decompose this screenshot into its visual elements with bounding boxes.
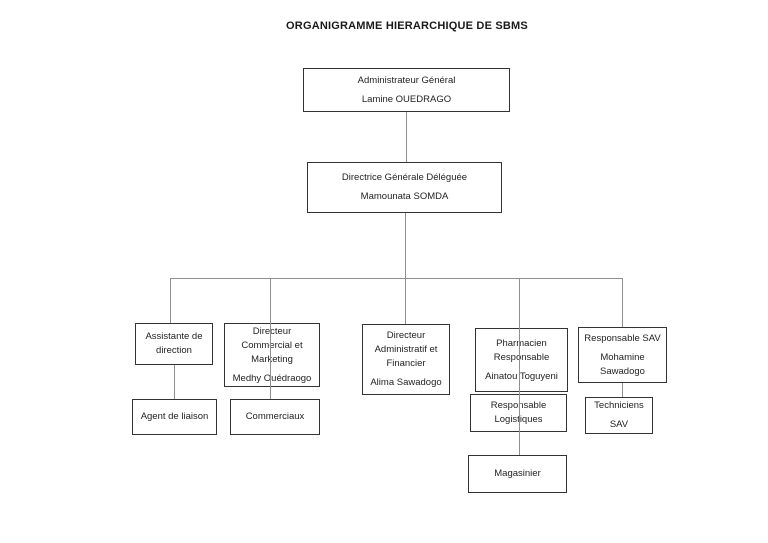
org-node-administrateur-general: Administrateur Général Lamine OUEDRAGO	[303, 68, 510, 112]
role-label-2: SAV	[609, 419, 629, 430]
role-label: Assistante de direction	[145, 331, 203, 356]
connector-bus-to-financier	[405, 278, 406, 324]
person-name: Medhy Ouédraogo	[232, 372, 312, 384]
connector-bus-to-assistante	[170, 278, 171, 323]
person-name: Alima Sawadogo	[370, 377, 442, 388]
connector-bus-to-magasinier	[519, 278, 520, 455]
org-node-commerciaux: Commerciaux	[230, 399, 320, 435]
role-label: Directrice Générale Déléguée	[341, 172, 468, 183]
role-label: Responsable Logistiques	[473, 399, 564, 427]
connector-admin-to-directrice	[406, 112, 407, 162]
connector-bus-to-sav	[622, 278, 623, 327]
role-label: Directeur Commercial et Marketing	[241, 325, 303, 365]
person-name: Ainatou Toguyeni	[485, 370, 558, 382]
org-node-assistante-direction: Assistante de direction	[135, 323, 213, 365]
role-label: Techniciens	[594, 400, 644, 411]
role-label: Responsable SAV	[584, 332, 661, 344]
page-title: ORGANIGRAMME HIERARCHIQUE DE SBMS	[286, 20, 528, 32]
role-label: Pharmacien Responsable	[493, 337, 550, 363]
org-node-directeur-financier: Directeur Administratif et Financier Ali…	[362, 324, 450, 395]
person-name: Mohamine Sawadogo	[600, 351, 645, 377]
org-node-pharmacien-responsable: Pharmacien Responsable Ainatou Toguyeni	[475, 328, 568, 392]
connector-directrice-to-bus	[405, 213, 406, 278]
org-node-responsable-logistiques: Responsable Logistiques	[470, 394, 567, 432]
org-node-directrice-generale: Directrice Générale Déléguée Mamounata S…	[307, 162, 502, 213]
org-node-magasinier: Magasinier	[468, 455, 567, 493]
org-node-responsable-sav: Responsable SAV Mohamine Sawadogo	[578, 327, 667, 383]
org-node-agent-liaison: Agent de liaison	[132, 399, 217, 435]
role-label: Agent de liaison	[140, 411, 209, 422]
connector-sav-to-techniciens	[622, 383, 623, 397]
role-label: Directeur Administratif et Financier	[374, 330, 438, 369]
connector-bus-to-commerciaux	[270, 278, 271, 399]
connector-horizontal-bus	[170, 278, 622, 279]
person-name: Lamine OUEDRAGO	[361, 93, 452, 105]
role-label: Magasinier	[494, 468, 541, 479]
role-label: Commerciaux	[245, 411, 305, 422]
role-label: Administrateur Général	[357, 74, 456, 86]
person-name: Mamounata SOMDA	[360, 191, 449, 202]
org-node-directeur-commercial: Directeur Commercial et Marketing Medhy …	[224, 323, 320, 387]
org-node-techniciens-sav: Techniciens SAV	[585, 397, 653, 434]
connector-assistante-to-liaison	[174, 365, 175, 399]
